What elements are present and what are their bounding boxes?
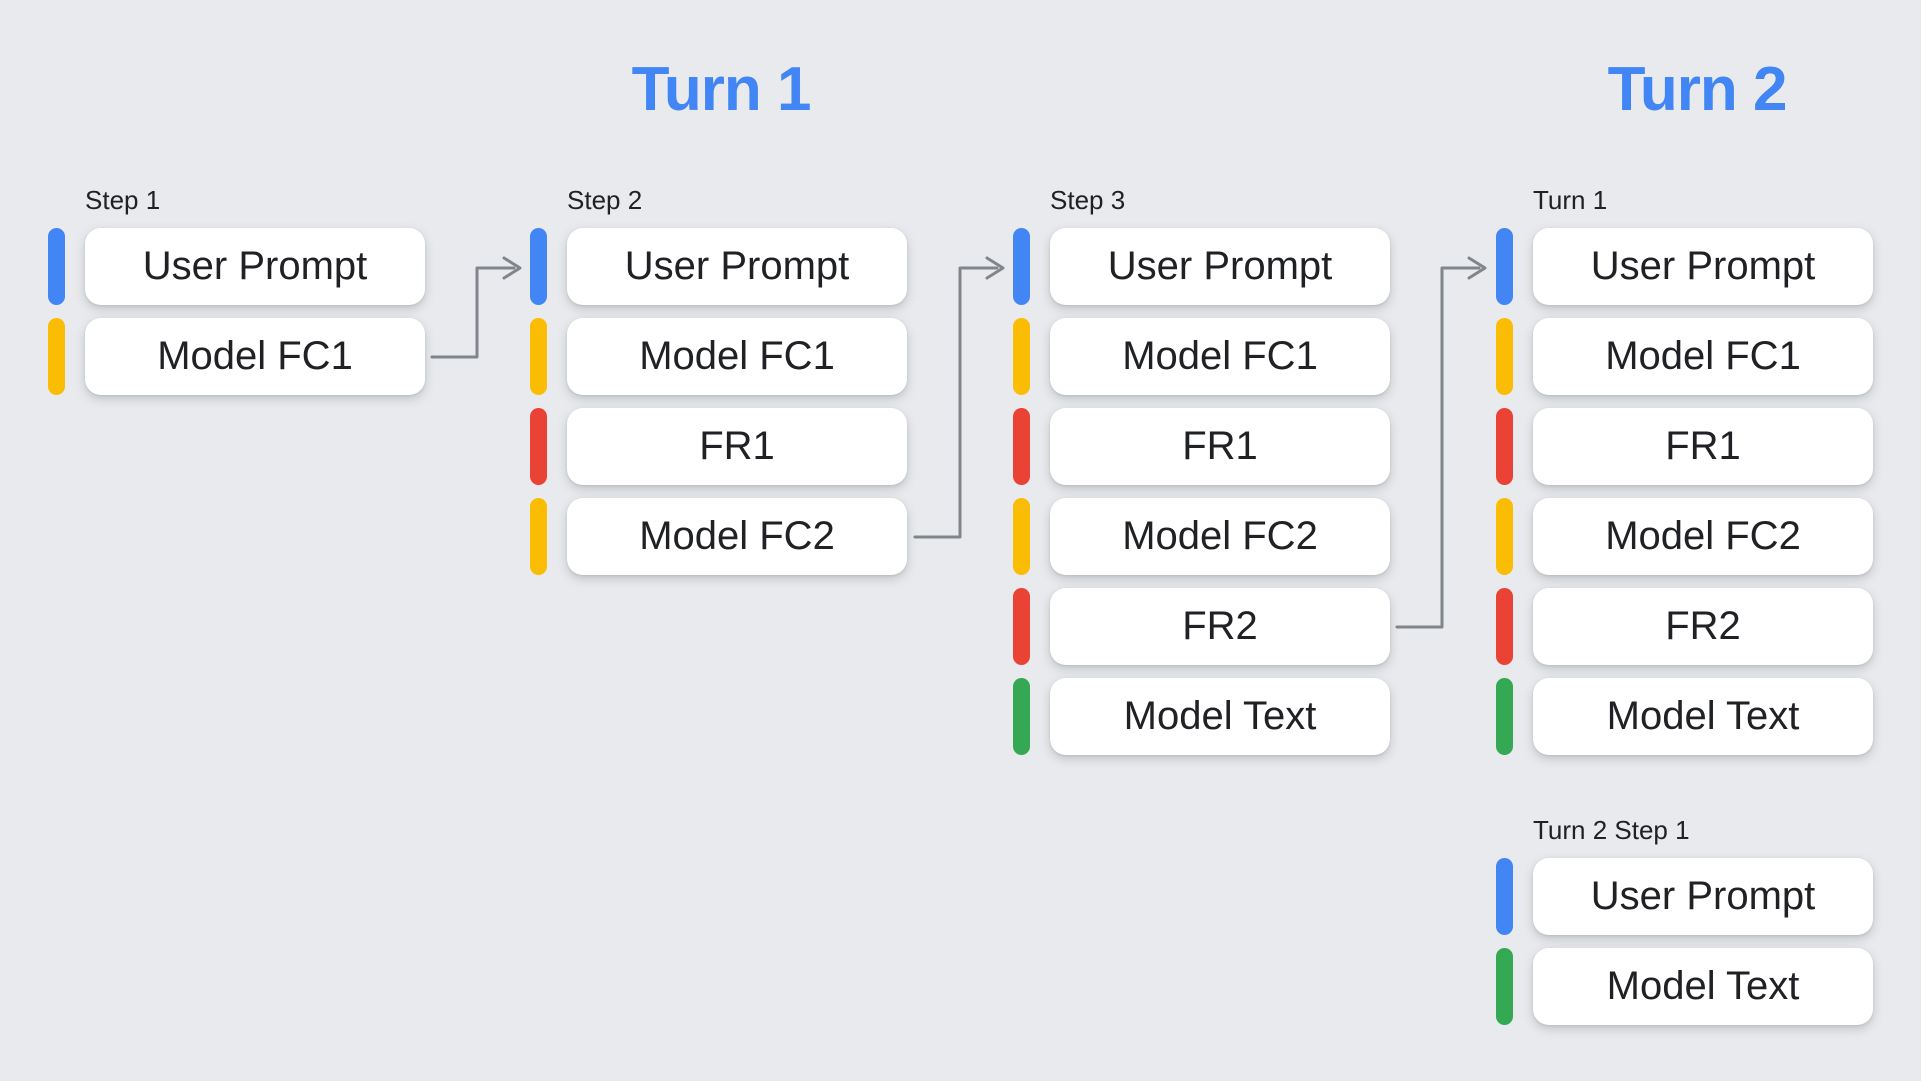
column-step-2: Step 2 User Prompt Model FC1 FR1 Model F… (530, 183, 907, 588)
column-step-1: Step 1 User Prompt Model FC1 (48, 183, 425, 408)
model-text-pill (1496, 948, 1513, 1025)
model-fc-pill (1496, 318, 1513, 395)
message-row: Model FC1 (1496, 318, 1873, 395)
user-prompt-pill (1496, 858, 1513, 935)
model-fc-pill (530, 498, 547, 575)
message-card: Model FC1 (1533, 318, 1873, 395)
arrow-step3-to-turn2 (1395, 266, 1481, 629)
message-card: FR1 (1050, 408, 1390, 485)
message-row: User Prompt (1013, 228, 1390, 305)
message-row: Model FC2 (1496, 498, 1873, 575)
message-row: User Prompt (1496, 228, 1873, 305)
arrow-step2-to-step3 (913, 266, 999, 539)
model-text-pill (1496, 678, 1513, 755)
arrow-step3-to-turn2-head (1467, 256, 1487, 280)
model-fc-pill (530, 318, 547, 395)
message-card: Model FC2 (567, 498, 907, 575)
model-text-pill (1013, 678, 1030, 755)
header-turn-2: Turn 2 (1607, 55, 1788, 124)
message-card: User Prompt (1533, 228, 1873, 305)
column-label: Step 1 (85, 185, 161, 215)
message-card: Model Text (1050, 678, 1390, 755)
message-row: Model FC1 (530, 318, 907, 395)
arrow-step1-to-step2 (430, 266, 516, 359)
model-fc-pill (1496, 498, 1513, 575)
model-fc-pill (1013, 498, 1030, 575)
message-card: FR2 (1533, 588, 1873, 665)
message-card: User Prompt (567, 228, 907, 305)
model-fc-pill (48, 318, 65, 395)
message-row: Model Text (1496, 678, 1873, 755)
message-card: Model FC1 (1050, 318, 1390, 395)
message-card: Model FC1 (567, 318, 907, 395)
message-row: FR2 (1013, 588, 1390, 665)
column-label: Step 2 (567, 185, 643, 215)
message-row: FR1 (1013, 408, 1390, 485)
message-card: FR2 (1050, 588, 1390, 665)
message-row: Model FC2 (1013, 498, 1390, 575)
message-card: Model FC2 (1533, 498, 1873, 575)
message-card: FR1 (567, 408, 907, 485)
message-row: Model FC1 (48, 318, 425, 395)
message-row: FR1 (530, 408, 907, 485)
function-response-pill (1496, 408, 1513, 485)
user-prompt-pill (48, 228, 65, 305)
function-response-pill (1496, 588, 1513, 665)
message-card: Model FC2 (1050, 498, 1390, 575)
function-response-pill (530, 408, 547, 485)
arrow-step2-to-step3-head (985, 256, 1005, 280)
column-label: Turn 2 Step 1 (1533, 815, 1690, 845)
message-card: User Prompt (1050, 228, 1390, 305)
message-card: User Prompt (1533, 858, 1873, 935)
arrow-step1-to-step2-head (502, 256, 522, 280)
user-prompt-pill (1496, 228, 1513, 305)
function-response-pill (1013, 408, 1030, 485)
header-turn-1: Turn 1 (631, 55, 812, 124)
message-row: FR2 (1496, 588, 1873, 665)
message-row: User Prompt (530, 228, 907, 305)
message-card: Model FC1 (85, 318, 425, 395)
column-turn1-context: Turn 1 User Prompt Model FC1 FR1 Model F… (1496, 183, 1873, 768)
message-row: FR1 (1496, 408, 1873, 485)
message-row: User Prompt (48, 228, 425, 305)
message-row: Model Text (1013, 678, 1390, 755)
message-row: Model FC1 (1013, 318, 1390, 395)
message-row: User Prompt (1496, 858, 1873, 935)
column-turn2-step-1: Turn 2 Step 1 User Prompt Model Text (1496, 813, 1873, 1038)
message-row: Model Text (1496, 948, 1873, 1025)
user-prompt-pill (1013, 228, 1030, 305)
message-card: User Prompt (85, 228, 425, 305)
model-fc-pill (1013, 318, 1030, 395)
column-label: Turn 1 (1533, 185, 1608, 215)
message-card: FR1 (1533, 408, 1873, 485)
column-label: Step 3 (1050, 185, 1126, 215)
user-prompt-pill (530, 228, 547, 305)
message-card: Model Text (1533, 948, 1873, 1025)
function-response-pill (1013, 588, 1030, 665)
column-step-3: Step 3 User Prompt Model FC1 FR1 Model F… (1013, 183, 1390, 768)
message-card: Model Text (1533, 678, 1873, 755)
message-row: Model FC2 (530, 498, 907, 575)
